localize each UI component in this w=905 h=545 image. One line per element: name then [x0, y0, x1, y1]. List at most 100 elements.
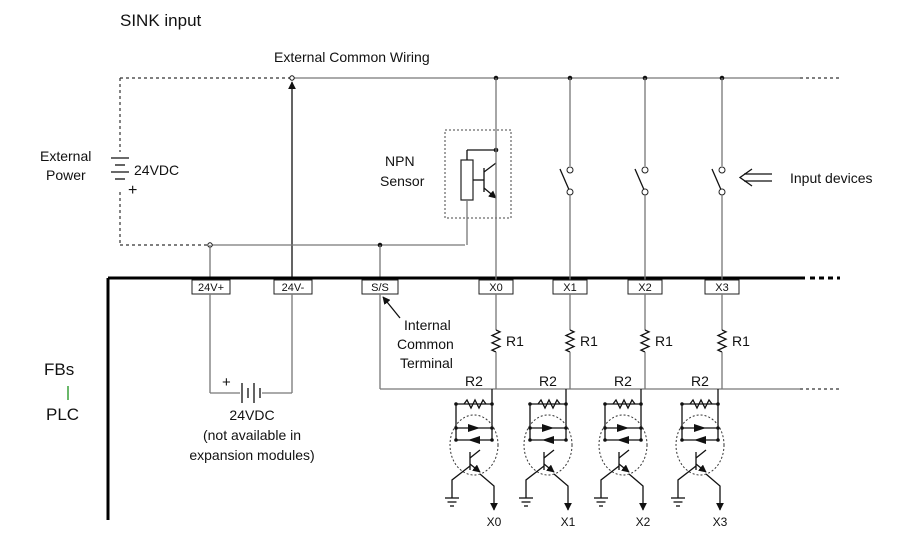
phototransistor-emitter	[618, 463, 630, 473]
led-forward-icon	[617, 424, 629, 432]
r1-label: R1	[580, 333, 598, 349]
internal-battery-icon	[241, 383, 261, 403]
opto-node	[603, 402, 607, 406]
npn-sensor-label-line2: Sensor	[380, 173, 425, 189]
r2-label: R2	[614, 373, 632, 389]
opto-node	[680, 402, 684, 406]
phototransistor-emitter	[469, 463, 481, 473]
opto-node	[528, 402, 532, 406]
ground-wire	[677, 465, 697, 498]
input-devices-arrow-icon	[738, 168, 772, 187]
battery-icon	[110, 152, 130, 190]
output-arrow	[628, 473, 647, 511]
r2-resistor-icon	[537, 398, 561, 410]
terminal-24v-minus	[273, 279, 313, 295]
phototransistor-collector	[469, 449, 481, 459]
diagram-title: SINK input	[120, 11, 202, 30]
r2-label: R2	[539, 373, 557, 389]
junction-node	[289, 75, 295, 81]
opto-node	[680, 426, 684, 430]
internal-common-pointer-arrow	[382, 296, 401, 319]
optocoupler-boundary	[598, 414, 648, 476]
external-common-wiring-label: External Common Wiring	[274, 49, 430, 65]
internal-supply-note-line1: (not available in	[203, 427, 301, 443]
opto-node	[603, 426, 607, 430]
r1-resistor-icon	[490, 329, 502, 353]
opto-node	[564, 438, 568, 442]
led-forward-icon	[694, 424, 706, 432]
external-power-plus-sign: +	[128, 182, 137, 199]
opto-node	[490, 426, 494, 430]
opto-node	[454, 402, 458, 406]
led-reverse-icon	[617, 436, 629, 444]
opto-node	[528, 438, 532, 442]
led-reverse-icon	[694, 436, 706, 444]
terminal-label: X1	[563, 282, 576, 294]
opto-node	[454, 438, 458, 442]
r2-resistor-icon	[689, 398, 713, 410]
output-label: X0	[487, 515, 502, 529]
plc-label-fbs: FBs	[44, 360, 74, 379]
led-forward-icon	[468, 424, 480, 432]
r2-resistor-icon	[612, 398, 636, 410]
internal-supply-voltage-label: 24VDC	[229, 407, 274, 423]
terminal-ss-label: S/S	[371, 282, 389, 294]
phototransistor-emitter	[695, 463, 707, 473]
terminal-24v-plus-label: 24V+	[198, 282, 224, 294]
output-label: X2	[636, 515, 651, 529]
optocoupler-boundary	[675, 414, 725, 476]
optocoupler-boundary	[449, 414, 499, 476]
npn-sensor-box	[444, 129, 512, 219]
phototransistor-collector	[695, 449, 707, 459]
phototransistor-collector	[543, 449, 555, 459]
opto-node	[639, 426, 643, 430]
led-forward-icon	[542, 424, 554, 432]
output-arrow	[705, 473, 724, 511]
input-devices-label: Input devices	[790, 170, 873, 186]
switch-blade-icon	[559, 168, 571, 193]
external-power-label-line1: External	[40, 148, 91, 164]
switch-contact-bottom	[718, 188, 726, 196]
opto-node	[716, 426, 720, 430]
r1-resistor-icon	[716, 329, 728, 353]
switch-contact-top	[718, 166, 726, 174]
r2-label: R2	[465, 373, 483, 389]
plc-label-plc: PLC	[46, 405, 79, 424]
ground-wire	[525, 465, 545, 498]
output-arrow	[553, 473, 572, 511]
internal-supply-note-line2: expansion modules)	[189, 447, 314, 463]
terminal-label: X2	[638, 282, 651, 294]
r2-label: R2	[691, 373, 709, 389]
switch-contact-top	[566, 166, 574, 174]
opto-node	[680, 438, 684, 442]
phototransistor-emitter	[543, 463, 555, 473]
switch-blade-icon	[634, 168, 646, 193]
opto-node	[603, 438, 607, 442]
switch-contact-top	[641, 166, 649, 174]
npn-sensor-label-line1: NPN	[385, 153, 415, 169]
output-label: X1	[561, 515, 576, 529]
output-label: X3	[713, 515, 728, 529]
internal-common-label-line1: Internal	[404, 317, 451, 333]
switch-contact-bottom	[641, 188, 649, 196]
output-arrow	[479, 473, 498, 511]
phototransistor-collector	[618, 449, 630, 459]
opto-node	[639, 438, 643, 442]
led-reverse-icon	[542, 436, 554, 444]
opto-node	[454, 426, 458, 430]
r1-label: R1	[732, 333, 750, 349]
terminal-label: X0	[489, 282, 502, 294]
terminal-label: X3	[715, 282, 728, 294]
r1-label: R1	[655, 333, 673, 349]
optocoupler-boundary	[523, 414, 573, 476]
internal-supply-plus-sign: +	[222, 374, 231, 391]
r2-resistor-icon	[463, 398, 487, 410]
switch-contact-bottom	[566, 188, 574, 196]
